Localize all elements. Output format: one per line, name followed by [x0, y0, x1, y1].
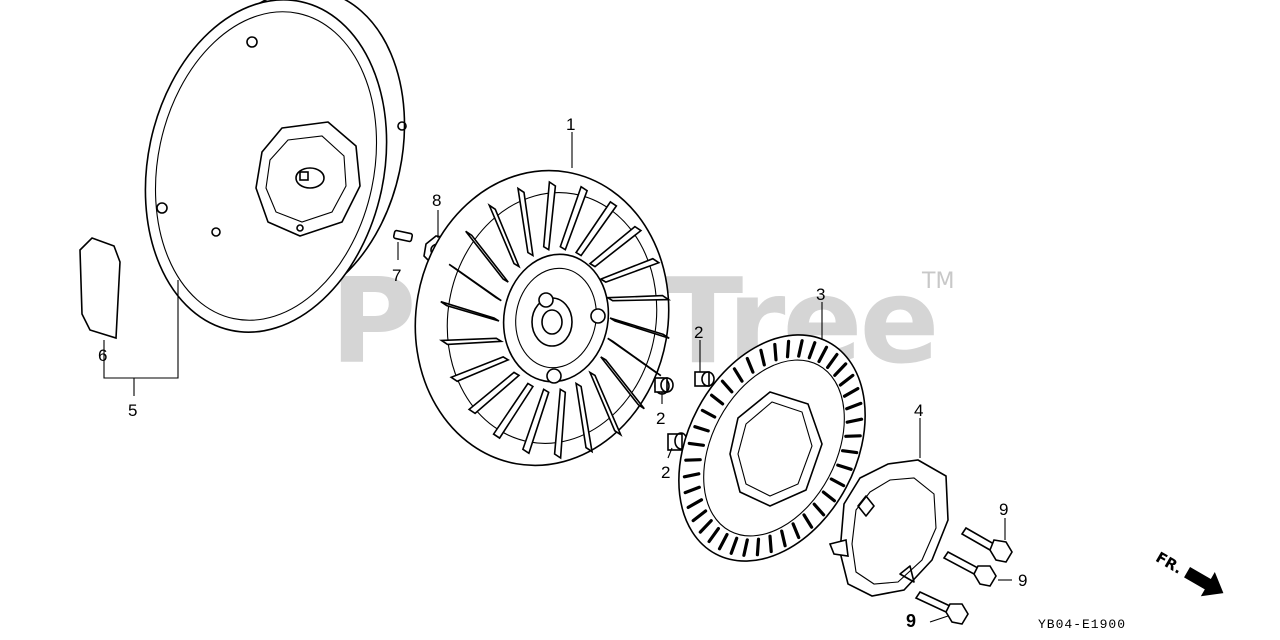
fan-blade — [588, 370, 623, 437]
fan-blade — [448, 263, 502, 302]
fan-blade — [588, 225, 643, 268]
plate-slot — [817, 345, 829, 364]
plate-slot — [687, 441, 706, 447]
plate-slot — [836, 463, 853, 471]
fan-blade — [598, 257, 661, 283]
plate-slot — [700, 408, 717, 419]
plate-slot — [780, 529, 787, 548]
plate-slot — [812, 502, 826, 517]
fan-blades — [439, 180, 672, 460]
plate-slot — [720, 379, 734, 394]
plate-slot — [717, 532, 729, 551]
fan-blade — [553, 387, 567, 460]
callout-bracket-5 — [103, 280, 179, 379]
fan-blade — [542, 180, 557, 252]
plate-slot — [755, 537, 761, 557]
part-6-plate — [79, 237, 121, 340]
plate-slot — [844, 434, 862, 438]
callout-8: 8 — [432, 191, 441, 210]
callout-9b: 9 — [1018, 571, 1027, 590]
plate-slot — [682, 472, 701, 479]
plate-slot — [693, 425, 710, 433]
callout-1: 1 — [566, 115, 575, 134]
fan-blade — [607, 337, 662, 377]
plate-slot — [773, 342, 778, 362]
plate-slot — [691, 509, 708, 523]
plate-slot — [785, 339, 791, 359]
callout-5: 5 — [128, 401, 137, 420]
plate-slot — [797, 339, 804, 358]
plate-slots — [682, 339, 864, 557]
part-4-starter-cup — [828, 459, 949, 597]
callout-2b: 2 — [656, 409, 665, 428]
fan-blade — [521, 388, 550, 455]
plate-slot — [732, 367, 744, 383]
plate-slot — [742, 538, 749, 557]
fan-blade — [449, 356, 510, 383]
plate-slot — [845, 417, 864, 424]
callout-9c: 9 — [906, 611, 916, 631]
plate-slot — [807, 341, 817, 360]
part-3-plate — [678, 334, 866, 562]
part-1-cooling-fan — [414, 169, 672, 467]
callout-4: 4 — [914, 401, 923, 420]
plate-slot — [840, 449, 859, 455]
fan-blade — [440, 300, 500, 322]
plate-slot — [791, 522, 801, 540]
leader-lines — [397, 132, 1012, 623]
plate-slot — [759, 348, 766, 367]
front-direction-marker: FR. — [1153, 548, 1224, 597]
plate-slot — [698, 519, 713, 534]
plate-slot — [838, 373, 855, 387]
fan-blade — [465, 230, 509, 283]
direction-arrow-icon — [1184, 566, 1224, 597]
plate-slot — [707, 526, 721, 544]
fan-blade — [559, 185, 589, 251]
plate-slot — [845, 401, 863, 411]
fan-blade — [575, 381, 594, 454]
direction-label: FR. — [1153, 548, 1186, 577]
plate-slot — [684, 458, 702, 462]
fan-blade — [600, 356, 645, 410]
plate-slot — [802, 513, 814, 529]
plate-slot — [833, 362, 848, 377]
flywheel-housing — [144, 0, 407, 333]
part-2-spacers — [654, 371, 715, 451]
fan-blade — [467, 371, 521, 415]
part-9-bolts — [914, 526, 1013, 625]
plate-slot — [842, 387, 860, 398]
plate-slot — [825, 352, 839, 369]
plate-slot — [768, 534, 773, 554]
plate-slot — [829, 477, 846, 488]
fan-blade — [492, 382, 535, 440]
plate-slot — [686, 498, 704, 509]
diagram-code: YB04-E1900 — [1038, 617, 1126, 632]
plate-slot — [729, 536, 739, 555]
fan-blade — [609, 317, 670, 340]
callout-2a: 2 — [694, 323, 703, 342]
plate-slot — [745, 356, 755, 374]
fan-blade — [574, 200, 618, 257]
callout-2c: 2 — [661, 463, 670, 482]
callout-7: 7 — [392, 266, 401, 285]
fan-blade — [604, 294, 672, 302]
fan-blade — [439, 337, 504, 346]
callout-3: 3 — [816, 285, 825, 304]
watermark-trademark: TM — [921, 269, 954, 294]
callout-9a: 9 — [999, 500, 1008, 519]
plate-slot — [709, 393, 725, 406]
plate-slot — [821, 490, 837, 503]
callout-6: 6 — [98, 346, 107, 365]
fan-blade — [516, 186, 534, 258]
part-7-key — [392, 229, 414, 243]
plate-slot — [683, 485, 701, 495]
fan-blade — [487, 203, 521, 269]
